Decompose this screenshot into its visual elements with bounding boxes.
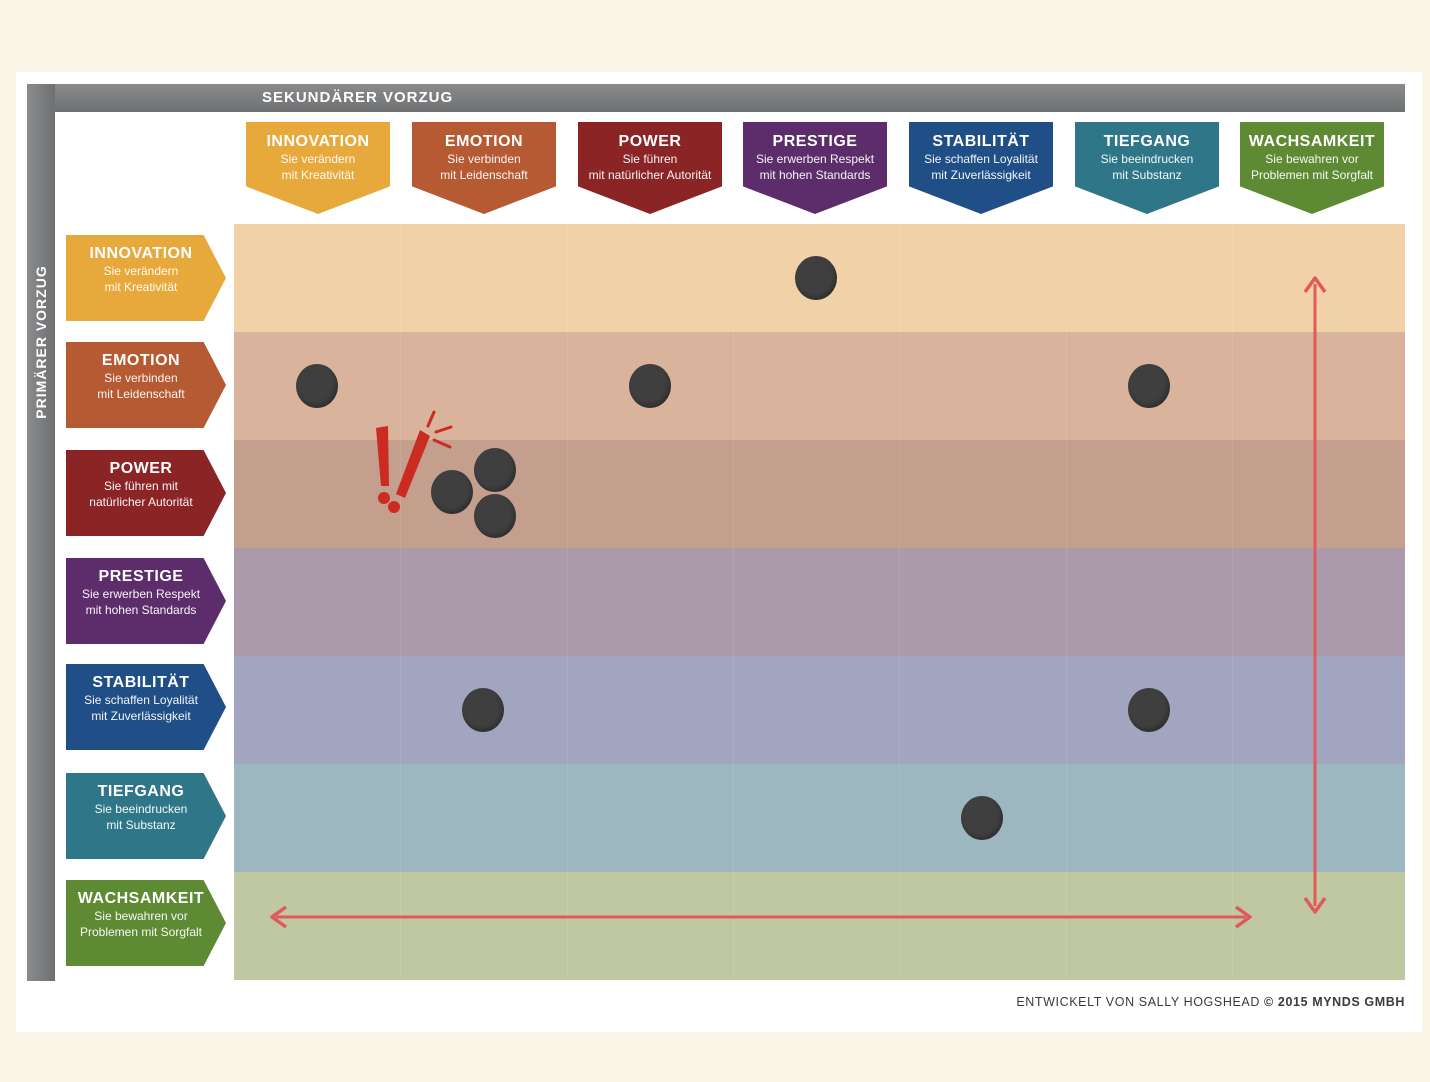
row-header-line1: Sie verbinden (104, 371, 178, 385)
row-header-line1: Sie verändern (103, 264, 179, 278)
marker-dot (474, 448, 516, 492)
row-header-power: POWER Sie führen mit natürlicher Autorität (66, 450, 226, 536)
row-band-6 (234, 764, 1405, 872)
row-band-4 (234, 548, 1405, 656)
marker-dot (474, 494, 516, 538)
column-header-line1: Sie beeindrucken (1100, 152, 1194, 166)
column-header-title: INNOVATION (266, 133, 370, 150)
marker-dot (462, 688, 505, 732)
column-divider (567, 224, 568, 979)
marker-dot (628, 364, 671, 408)
column-header-line2: mit natürlicher Autorität (588, 168, 712, 182)
column-header-title: PRESTIGE (772, 133, 858, 150)
row-header-line2: mit Kreativität (104, 280, 178, 294)
column-header-line1: Sie erwerben Respekt (755, 152, 875, 166)
column-header-line2: Problemen mit Sorgfalt (1250, 168, 1374, 182)
column-divider (400, 224, 401, 979)
horizontal-double-arrow (270, 905, 1252, 929)
column-header-line1: Sie verändern (280, 152, 356, 166)
row-header-title: INNOVATION (89, 245, 193, 262)
row-header-title: EMOTION (101, 352, 181, 369)
marker-dot (1127, 688, 1170, 732)
credit-text: ENTWICKELT VON SALLY HOGSHEAD (1016, 995, 1260, 1009)
column-divider (899, 224, 900, 979)
column-header-line2: mit Leidenschaft (440, 168, 528, 182)
column-divider (733, 224, 734, 979)
row-header-line2: Problemen mit Sorgfalt (79, 925, 203, 939)
column-header-line1: Sie bewahren vor (1265, 152, 1359, 166)
column-header-title: STABILITÄT (932, 133, 1030, 150)
column-header-line2: mit Zuverlässigkeit (931, 168, 1031, 182)
marker-dot (296, 364, 339, 408)
column-divider (1232, 224, 1233, 979)
row-header-title: PRESTIGE (98, 568, 184, 585)
row-band-3 (234, 440, 1405, 548)
column-header-line1: Sie schaffen Loyalität (924, 152, 1038, 166)
row-band-5 (234, 656, 1405, 764)
secondary-axis-bar (27, 84, 1405, 112)
row-header-line1: Sie erwerben Respekt (81, 587, 201, 601)
row-header-tiefgang: TIEFGANG Sie beeindrucken mit Substanz (66, 773, 226, 859)
row-header-line2: mit Zuverlässigkeit (91, 709, 191, 723)
row-header-line2: mit hohen Standards (85, 603, 197, 617)
column-header-title: EMOTION (444, 133, 524, 150)
column-header-line2: mit hohen Standards (759, 168, 871, 182)
row-header-emotion: EMOTION Sie verbinden mit Leidenschaft (66, 342, 226, 428)
column-divider (1066, 224, 1067, 979)
marker-dot (1127, 364, 1170, 408)
vertical-double-arrow (1303, 276, 1327, 914)
row-header-prestige: PRESTIGE Sie erwerben Respekt mit hohen St… (66, 558, 226, 644)
row-header-innovation: INNOVATION Sie verändern mit Kreativität (66, 235, 226, 321)
row-band-7 (234, 872, 1405, 980)
row-header-title: STABILITÄT (92, 674, 190, 691)
row-header-line1: Sie führen mit (103, 479, 179, 493)
footer-credit: ENTWICKELT VON SALLY HOGSHEAD © 2015 MYN… (1016, 994, 1405, 1010)
row-header-stabilität: STABILITÄT Sie schaffen Loyalität mit Zuve… (66, 664, 226, 750)
secondary-axis-title: SEKUNDÄRER VORZUG (262, 89, 454, 106)
marker-dot (431, 470, 473, 514)
column-header-line1: Sie führen (622, 152, 678, 166)
column-header-title: TIEFGANG (1103, 133, 1191, 150)
row-header-line1: Sie schaffen Loyalität (84, 693, 198, 707)
primary-axis-bar (27, 84, 55, 981)
row-header-line2: natürlicher Autorität (89, 495, 193, 509)
row-header-line2: mit Leidenschaft (97, 387, 185, 401)
marker-dot (961, 796, 1004, 840)
column-header-line1: Sie verbinden (447, 152, 521, 166)
column-header-title: WACHSAMKEIT (1248, 133, 1376, 150)
copyright-text: © 2015 MYNDS GMBH (1264, 995, 1405, 1009)
column-header-line2: mit Kreativität (281, 168, 355, 182)
row-header-title: POWER (109, 460, 173, 477)
row-header-line1: Sie beeindrucken (94, 802, 188, 816)
row-header-line1: Sie bewahren vor (94, 909, 188, 923)
marker-dot (795, 256, 838, 300)
row-header-title: WACHSAMKEIT (77, 890, 205, 907)
column-header-title: POWER (618, 133, 682, 150)
row-header-line2: mit Substanz (106, 818, 176, 832)
row-header-title: TIEFGANG (97, 783, 185, 800)
column-header-line2: mit Substanz (1112, 168, 1182, 182)
alert-exclamation-icon (376, 410, 453, 513)
